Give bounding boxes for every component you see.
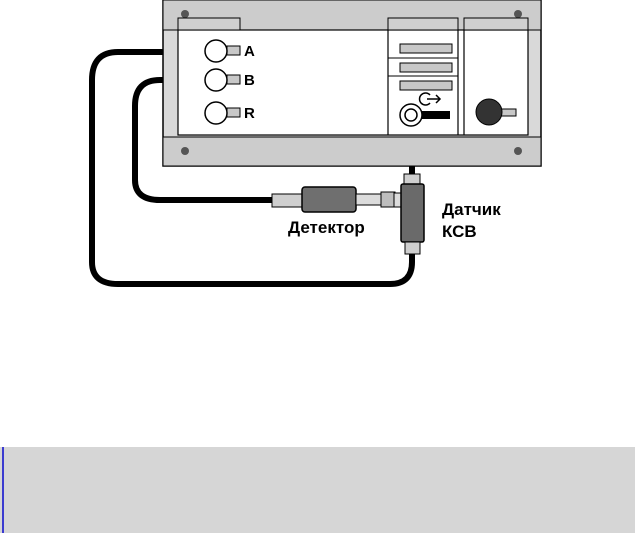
detector-adapter [271,193,305,208]
instrument: A B R [162,0,542,167]
port-b-label: B [244,72,255,89]
front-panel-tab-right [463,17,529,31]
port-b-stub [226,74,241,85]
port-r-label: R [244,105,255,122]
detector-body [301,186,357,213]
swr-sensor [393,173,425,255]
port-b-connector [204,68,228,92]
screw-icon [181,10,189,18]
screw-icon [514,147,522,155]
detector-label: Детектор [288,218,365,237]
detector [271,186,396,213]
bottom-panel-accent-edge [2,447,4,533]
indicator-slot [399,43,453,54]
swr-sensor-bottom-connector [404,241,421,255]
instrument-bottom-strip [162,136,542,167]
knob [475,98,503,126]
cable-b-to-detector [132,77,283,203]
screw-icon [514,10,522,18]
port-r-connector [204,101,228,125]
front-panel-tab-left [177,17,241,31]
port-a-stub [226,45,241,56]
screw-icon [181,147,189,155]
port-r-stub [226,107,241,118]
bottom-panel [0,447,635,533]
port-b [204,68,241,92]
indicator-slot [399,80,453,91]
detector-connector [355,193,382,206]
port-a-label: A [244,43,255,60]
port-a-connector [204,39,228,63]
indicator-slot [399,62,453,73]
port-r [204,101,241,125]
output-port [399,92,450,127]
output-port-inner [404,108,418,122]
port-a [204,39,241,63]
swr-sensor-label-line1: Датчик [442,200,501,219]
detector-nut [380,191,396,208]
output-port-stub [422,111,450,119]
rf-output-arrow-icon [418,92,442,106]
swr-sensor-label-line2: КСВ [442,222,477,241]
swr-sensor-body [400,183,425,243]
cable-a-to-swr [89,49,415,287]
front-panel-tab-mid [387,17,459,31]
